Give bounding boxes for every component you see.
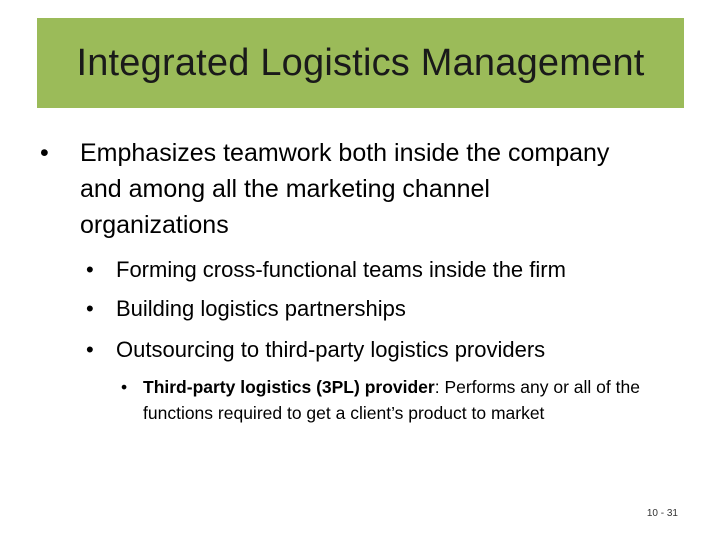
- sub-bullet-text: Outsourcing to third-party logistics pro…: [116, 337, 546, 362]
- sub-bullet-text: Forming cross-functional teams inside th…: [116, 257, 566, 282]
- sub-bullet: • Outsourcing to third-party logistics p…: [86, 333, 545, 367]
- definition-text: Third-party logistics (3PL) provider: Pe…: [143, 374, 688, 426]
- main-bullet: • Emphasizes teamwork both inside the co…: [40, 135, 660, 243]
- definition-bullet: • Third-party logistics (3PL) provider: …: [121, 374, 691, 426]
- definition-term: Third-party logistics (3PL) provider: [143, 377, 435, 397]
- definition-body: : Performs any or all of the functions r…: [143, 377, 640, 423]
- bullet-icon: •: [86, 337, 94, 362]
- bullet-icon: •: [40, 139, 49, 167]
- sub-bullet: • Building logistics partnerships: [86, 292, 406, 326]
- bullet-icon: •: [121, 377, 128, 397]
- sub-bullet-text: Building logistics partnerships: [116, 296, 406, 321]
- title-bar: Integrated Logistics Management: [37, 18, 684, 108]
- slide-title: Integrated Logistics Management: [76, 41, 645, 84]
- bullet-icon: •: [86, 257, 94, 282]
- sub-bullet: • Forming cross-functional teams inside …: [86, 253, 566, 287]
- main-bullet-text: Emphasizes teamwork both inside the comp…: [80, 139, 610, 239]
- bullet-icon: •: [86, 296, 94, 321]
- page-number: 10 - 31: [646, 508, 678, 519]
